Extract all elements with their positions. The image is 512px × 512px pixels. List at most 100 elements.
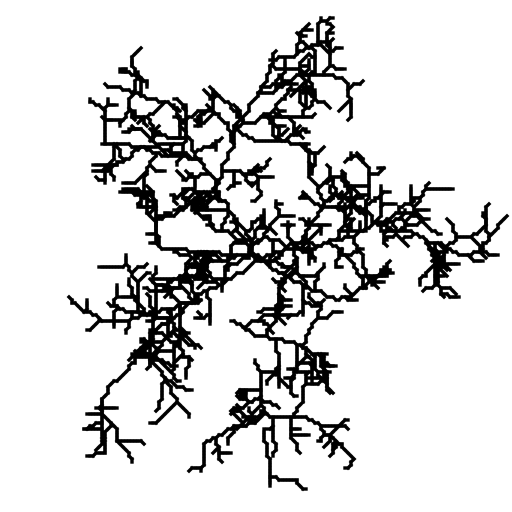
branch-segment (390, 222, 399, 231)
branch-segment (126, 354, 135, 363)
branch-segment (183, 168, 192, 177)
branch-segment (264, 156, 273, 165)
branch-segment (105, 300, 114, 309)
branch-segment (279, 240, 288, 249)
branch-segment (141, 261, 150, 270)
branch-segment (324, 102, 333, 111)
branch-segment (186, 354, 195, 363)
branch-segment (372, 282, 381, 291)
branch-segment (270, 228, 279, 237)
branch-segment (309, 111, 318, 120)
branch-segment (189, 204, 198, 213)
branch-segment (417, 192, 426, 201)
branch-segment (327, 450, 336, 459)
branch-segment (294, 123, 303, 132)
branch-segment (186, 465, 195, 474)
branch-segment (267, 327, 276, 336)
branch-segment (144, 363, 153, 372)
branch-segment (327, 36, 336, 45)
branch-segment (294, 447, 303, 456)
branch-segment (210, 447, 219, 456)
branch-segment (144, 291, 153, 300)
branch-segment (444, 264, 453, 273)
branch-segment (321, 441, 330, 450)
branch-segment (93, 174, 102, 183)
branch-segment (252, 162, 261, 171)
branch-segment (135, 117, 144, 126)
branch-segment (342, 423, 351, 432)
branch-segment (348, 216, 357, 225)
branch-segment (429, 255, 438, 264)
branch-segment (129, 114, 138, 123)
branch-segment (183, 186, 192, 195)
branch-segment (270, 48, 279, 57)
branch-segment (324, 162, 333, 171)
branch-segment (171, 198, 180, 207)
branch-segment (342, 189, 351, 198)
branch-segment (138, 75, 147, 84)
branch-segment (144, 183, 153, 192)
branch-segment (402, 240, 411, 249)
branch-segment (147, 276, 156, 285)
branch-segment (327, 195, 336, 204)
branch-segment (303, 21, 312, 30)
branch-segment (420, 285, 429, 294)
branch-segment (273, 402, 282, 411)
branch-segment (231, 102, 240, 111)
branch-segment (438, 291, 447, 300)
branch-segment (234, 402, 243, 411)
branch-segment (195, 282, 204, 291)
branch-segment (279, 318, 288, 327)
branch-segment (309, 93, 318, 102)
branch-segment (483, 201, 492, 210)
branch-segment (288, 90, 297, 99)
branch-segment (195, 309, 204, 318)
branch-segment (195, 342, 204, 351)
branch-segment (303, 243, 312, 252)
branch-segment (228, 408, 237, 417)
branch-segment (315, 225, 324, 234)
dendrite-branches (66, 15, 510, 492)
branch-segment (450, 288, 459, 297)
branch-segment (192, 207, 201, 216)
branch-segment (444, 216, 453, 225)
branch-segment (201, 87, 210, 96)
branch-segment (324, 387, 333, 396)
branch-segment (345, 114, 354, 123)
branch-segment (225, 183, 234, 192)
branch-segment (309, 45, 318, 54)
branch-segment (285, 84, 294, 93)
branch-segment (294, 360, 303, 369)
branch-segment (282, 126, 291, 135)
branch-segment (276, 135, 285, 144)
branch-segment (336, 189, 345, 198)
branch-segment (201, 261, 210, 270)
branch-segment (270, 276, 279, 285)
branch-segment (153, 123, 162, 132)
branch-segment (201, 270, 210, 279)
branch-segment (204, 102, 213, 111)
branch-segment (318, 144, 327, 153)
branch-segment (318, 297, 327, 306)
branch-segment (207, 84, 216, 93)
branch-segment (138, 438, 147, 447)
branch-segment (300, 189, 309, 198)
branch-segment (384, 258, 393, 267)
branch-segment (162, 291, 171, 300)
branch-segment (336, 105, 345, 114)
branch-segment (423, 180, 432, 189)
branch-segment (174, 168, 183, 177)
branch-segment (327, 387, 336, 396)
branch-segment (135, 45, 144, 54)
branch-segment (141, 120, 150, 129)
branch-segment (351, 192, 360, 201)
branch-segment (342, 156, 351, 165)
branch-segment (297, 192, 306, 201)
branch-segment (501, 213, 510, 222)
branch-segment (357, 78, 366, 87)
branch-segment (306, 51, 315, 60)
branch-segment (66, 294, 75, 303)
branch-segment (168, 366, 177, 375)
branch-segment (279, 285, 288, 294)
